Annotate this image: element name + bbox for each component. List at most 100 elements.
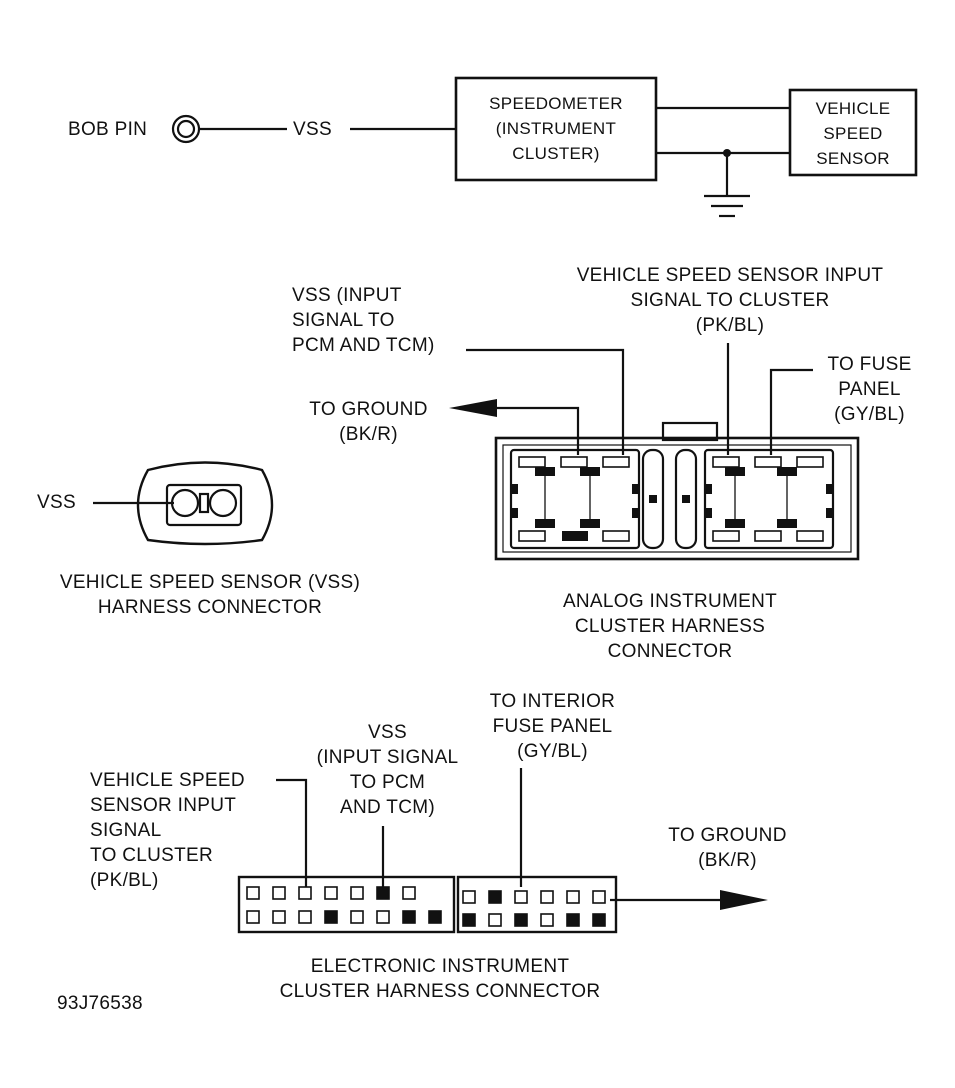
analog-fuse-line-1: TO FUSE	[827, 354, 912, 375]
analog-side-tab	[826, 484, 833, 494]
electronic-caption-line-1: ELECTRONIC INSTRUMENT	[310, 956, 570, 977]
analog-terminal-slot	[712, 456, 740, 468]
analog-ground-line-1: TO GROUND	[309, 399, 428, 420]
speedometer-line-3: CLUSTER)	[512, 144, 600, 163]
electronic-fuse-label: TO INTERIOR FUSE PANEL (GY/BL)	[460, 689, 645, 764]
analog-terminal-slot	[754, 530, 782, 542]
electronic-vss-line-3: TO PCM	[349, 772, 426, 793]
electronic-pin-left-bottom-1	[246, 910, 260, 924]
analog-side-tab	[705, 508, 712, 518]
electronic-sensor-line-3: SIGNAL	[90, 820, 162, 841]
analog-caption-line-1: ANALOG INSTRUMENT	[562, 591, 778, 612]
electronic-pin-left-bottom-3	[298, 910, 312, 924]
speedometer-label: SPEEDOMETER (INSTRUMENT CLUSTER)	[456, 91, 656, 166]
analog-vss-line-1: VSS (INPUT	[292, 285, 402, 306]
electronic-sensor-line-1: VEHICLE SPEED	[90, 770, 245, 791]
electronic-pin-left-top-2	[272, 886, 286, 900]
electronic-pin-right-bottom-2	[488, 913, 502, 927]
electronic-pin-right-top-3	[514, 890, 528, 904]
electronic-pin-right-bottom-1	[462, 913, 476, 927]
electronic-pin-right-top-5	[566, 890, 580, 904]
analog-caption-line-3: CONNECTOR	[607, 641, 733, 662]
analog-contact-tab	[725, 467, 745, 476]
electronic-sensor-line-4: TO CLUSTER	[90, 845, 214, 866]
electronic-pin-left-top-7	[402, 886, 416, 900]
figure-id: 93J76538	[57, 993, 143, 1014]
analog-sensor-line-1: VEHICLE SPEED SENSOR INPUT	[576, 265, 884, 286]
analog-contact-tab	[580, 519, 600, 528]
analog-contact-tab	[535, 519, 555, 528]
electronic-pin-right-bottom-3	[514, 913, 528, 927]
analog-sensor-line-3: (PK/BL)	[695, 315, 765, 336]
analog-ground-callout-line	[494, 406, 580, 455]
analog-terminal-slot	[518, 456, 546, 468]
vss-connector-key	[198, 492, 210, 514]
analog-terminal-slot	[560, 456, 588, 468]
electronic-pin-left-bottom-5	[350, 910, 364, 924]
analog-terminal-slot	[602, 456, 630, 468]
top-vss-label: VSS	[293, 119, 332, 140]
vss-caption-line-1: VEHICLE SPEED SENSOR (VSS)	[59, 572, 361, 593]
analog-ground-label: TO GROUND (BK/R)	[286, 397, 451, 447]
electronic-connector-right-block	[456, 875, 618, 934]
electronic-pin-right-top-4	[540, 890, 554, 904]
analog-vss-callout-line	[466, 348, 625, 455]
analog-connector-left-bank	[509, 448, 641, 550]
electronic-ground-line-1: TO GROUND	[668, 825, 787, 846]
analog-contact-tab	[777, 467, 797, 476]
electronic-connector-caption: ELECTRONIC INSTRUMENT CLUSTER HARNESS CO…	[225, 954, 655, 1004]
analog-side-tab	[705, 484, 712, 494]
analog-ground-line-2: (BK/R)	[339, 424, 398, 445]
analog-connector-inner-frame	[502, 444, 852, 553]
electronic-sensor-input-callout-line	[276, 778, 308, 887]
vss-connector-pin-label: VSS	[37, 492, 76, 513]
sensor-line-2: SPEED	[823, 124, 883, 143]
electronic-vss-line-2: (INPUT SIGNAL	[316, 747, 459, 768]
analog-contact-tab	[535, 467, 555, 476]
analog-terminal-slot	[712, 530, 740, 542]
analog-connector-pins	[511, 456, 833, 542]
electronic-pin-left-bottom-6	[376, 910, 390, 924]
analog-center-key-left	[649, 495, 657, 503]
analog-connector-center-slot-left	[641, 448, 665, 550]
analog-connector-latch	[661, 421, 719, 442]
analog-side-tab	[826, 508, 833, 518]
electronic-sensor-line-5: (PK/BL)	[90, 870, 159, 891]
analog-contact-tab	[580, 467, 600, 476]
analog-sensor-line-2: SIGNAL TO CLUSTER	[630, 290, 830, 311]
sensor-line-1: VEHICLE	[815, 99, 891, 118]
electronic-pin-right-top-2	[488, 890, 502, 904]
bob-pin-inner-ring	[176, 119, 196, 139]
electronic-caption-line-2: CLUSTER HARNESS CONNECTOR	[279, 981, 601, 1002]
analog-fuse-callout-line	[769, 368, 813, 455]
analog-vss-line-3: PCM AND TCM)	[292, 335, 435, 356]
bob-pin-label: BOB PIN	[68, 119, 148, 140]
electronic-sensor-line-2: SENSOR INPUT	[90, 795, 237, 816]
speedometer-line-1: SPEEDOMETER	[489, 94, 623, 113]
vss-caption-line-2: HARNESS CONNECTOR	[97, 597, 323, 618]
electronic-pin-right-bottom-6	[592, 913, 606, 927]
electronic-fuse-line-1: TO INTERIOR	[489, 691, 616, 712]
analog-fuse-label: TO FUSE PANEL (GY/BL)	[812, 352, 927, 427]
electronic-fuse-line-3: (GY/BL)	[517, 741, 588, 762]
analog-contact-tab	[777, 519, 797, 528]
electronic-ground-arrow	[720, 890, 768, 910]
electronic-pin-left-top-5	[350, 886, 364, 900]
electronic-vss-line-4: AND TCM)	[340, 797, 435, 818]
electronic-connector-left-block	[237, 875, 456, 934]
analog-connector-right-bank	[703, 448, 835, 550]
ground-junction-dot	[723, 149, 731, 157]
analog-terminal-slot	[796, 456, 824, 468]
analog-side-tab	[511, 484, 518, 494]
analog-side-tab	[632, 508, 639, 518]
electronic-pin-right-top-6	[592, 890, 606, 904]
electronic-vss-line-1: VSS	[368, 722, 407, 743]
analog-vss-callout-label: VSS (INPUT SIGNAL TO PCM AND TCM)	[292, 283, 435, 358]
electronic-pin-right-top-1	[462, 890, 476, 904]
analog-terminal-slot	[602, 530, 630, 542]
sensor-line-3: SENSOR	[816, 149, 890, 168]
electronic-pin-left-bottom-8	[428, 910, 442, 924]
analog-caption-line-2: CLUSTER HARNESS	[574, 616, 766, 637]
analog-fuse-line-3: (GY/BL)	[834, 404, 905, 425]
analog-connector-caption: ANALOG INSTRUMENT CLUSTER HARNESS CONNEC…	[520, 589, 820, 664]
